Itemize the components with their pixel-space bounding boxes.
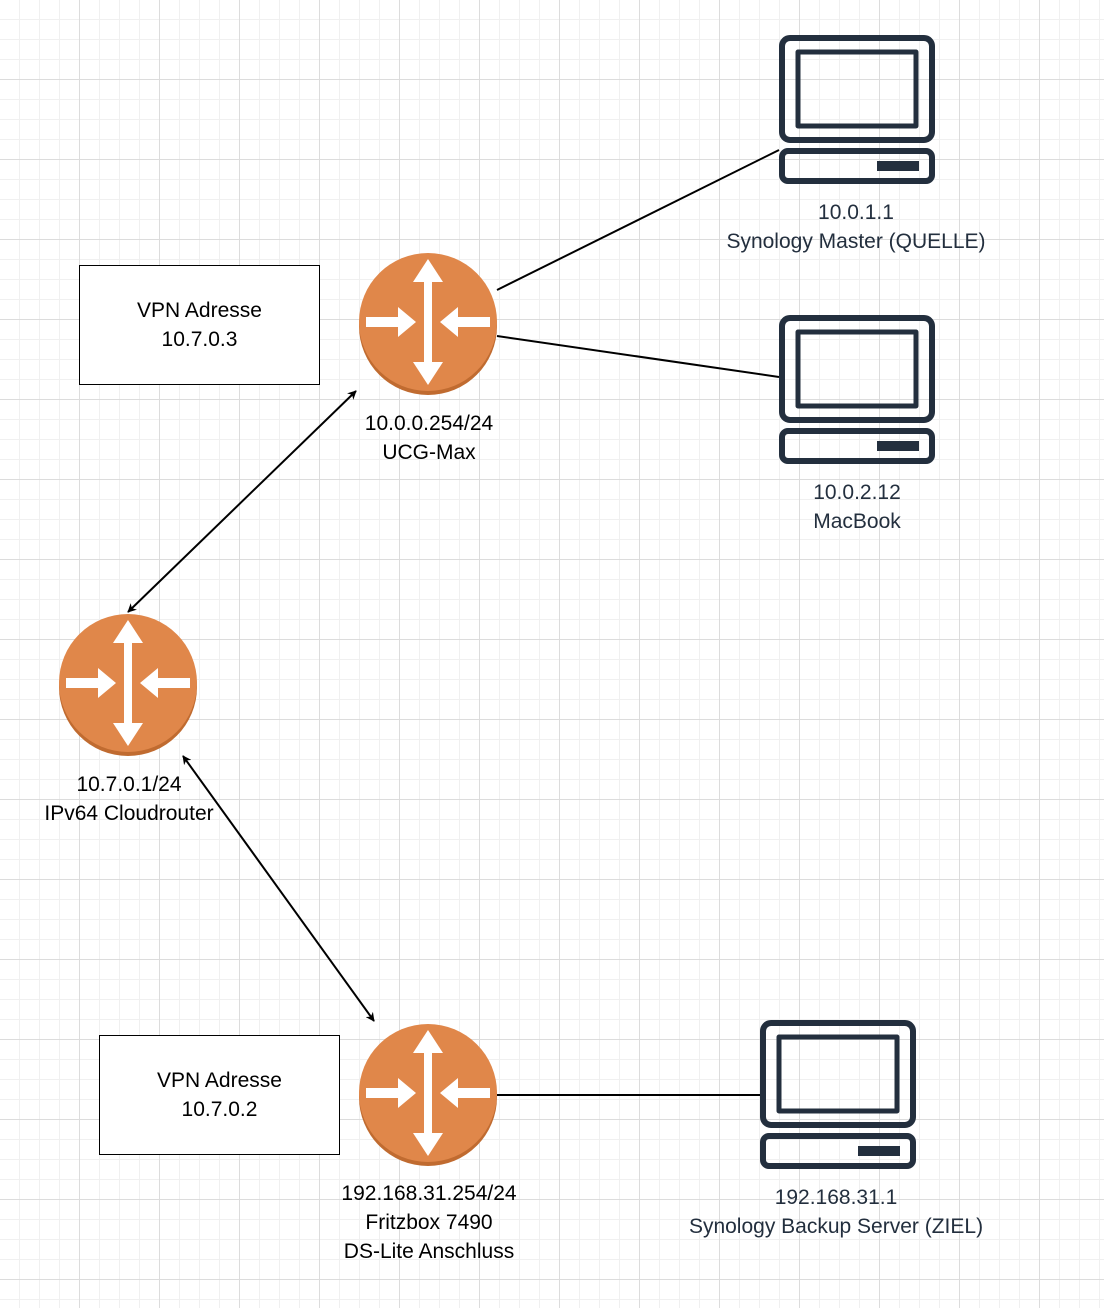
router-ip: 10.7.0.1/24: [76, 773, 182, 796]
device-label-master: 10.0.1.1 Synology Master (QUELLE): [676, 198, 1036, 256]
vpn-box-title: VPN Adresse: [157, 1069, 282, 1092]
router-name: IPv64 Cloudrouter: [44, 802, 214, 825]
router-label-cloud: 10.7.0.1/24 IPv64 Cloudrouter: [14, 770, 244, 828]
router-ip: 192.168.31.254/24: [341, 1182, 517, 1205]
vpn-address-box-fritz[interactable]: VPN Adresse 10.7.0.2: [99, 1035, 340, 1155]
device-ip: 192.168.31.1: [774, 1186, 898, 1209]
vpn-box-address: 10.7.0.2: [181, 1098, 258, 1121]
vpn-address-box-ucg[interactable]: VPN Adresse 10.7.0.3: [79, 265, 320, 385]
link-ucg-master: [496, 149, 780, 291]
router-connection-type: DS-Lite Anschluss: [343, 1240, 515, 1263]
router-name: Fritzbox 7490: [365, 1211, 493, 1234]
device-ip: 10.0.1.1: [818, 201, 894, 224]
router-label-ucg: 10.0.0.254/24 UCG-Max: [329, 409, 529, 467]
router-ip: 10.0.0.254/24: [364, 412, 494, 435]
vpn-link-cloud-fritz: [182, 755, 375, 1022]
desktop-computer-icon[interactable]: [763, 1023, 913, 1166]
device-name: Synology Master (QUELLE): [726, 230, 986, 253]
router-icon[interactable]: [359, 1024, 497, 1166]
desktop-computer-icon[interactable]: [782, 318, 932, 461]
desktop-computer-icon[interactable]: [782, 38, 932, 181]
device-name: Synology Backup Server (ZIEL): [688, 1215, 984, 1238]
device-ip: 10.0.2.12: [813, 481, 901, 504]
device-label-macbook: 10.0.2.12 MacBook: [757, 478, 957, 536]
device-label-backup: 192.168.31.1 Synology Backup Server (ZIE…: [646, 1183, 1026, 1241]
vpn-link-cloud-ucg: [127, 390, 357, 613]
router-label-fritz: 192.168.31.254/24 Fritzbox 7490 DS-Lite …: [299, 1179, 559, 1266]
vpn-box-title: VPN Adresse: [137, 299, 262, 322]
router-icon[interactable]: [59, 614, 197, 756]
router-icon[interactable]: [359, 253, 497, 395]
device-name: MacBook: [813, 510, 901, 533]
router-name: UCG-Max: [382, 441, 476, 464]
vpn-box-address: 10.7.0.3: [161, 328, 238, 351]
link-ucg-macbook: [496, 335, 780, 378]
